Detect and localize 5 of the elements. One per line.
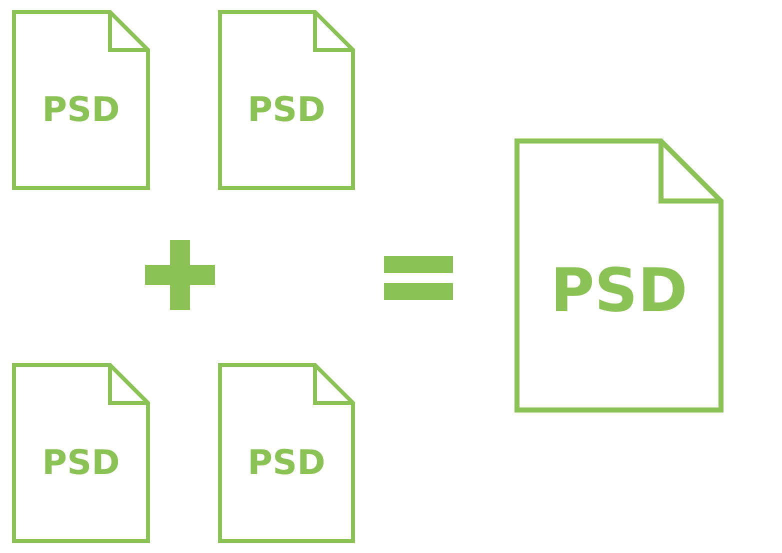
file-type-label: PSD [42,443,120,484]
file-type-label: PSD [550,256,688,326]
file-type-label: PSD [248,443,326,484]
file-type-label: PSD [248,90,326,130]
file-type-label: PSD [42,90,120,130]
